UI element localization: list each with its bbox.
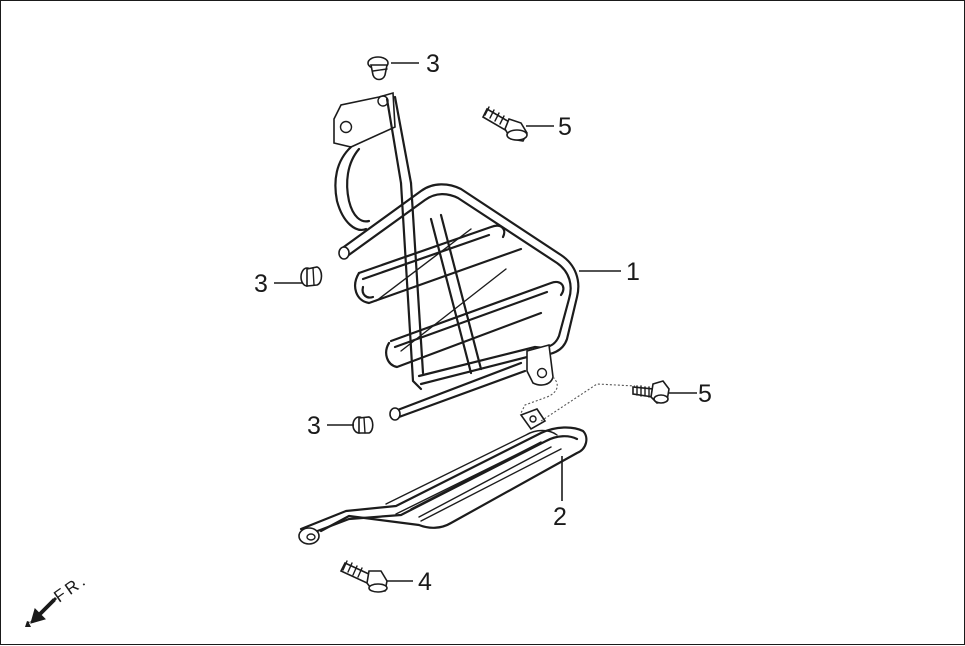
callout-3-middle: 3 (254, 270, 268, 298)
part-4-bolt (339, 560, 388, 593)
callout-5-top: 5 (558, 113, 572, 141)
part-1-carrier-basket (333, 91, 580, 421)
callout-3-top: 3 (426, 50, 440, 78)
part-5-bolt-top (481, 106, 528, 142)
callout-2: 2 (553, 503, 567, 531)
front-label: FR. (50, 570, 91, 606)
part-3-clip-top (367, 56, 389, 81)
callout-1: 1 (626, 258, 640, 286)
callout-5-right: 5 (698, 380, 712, 408)
part-3-clip-bottom (352, 416, 374, 434)
part-3-clip-middle (300, 266, 323, 287)
callout-4: 4 (418, 568, 432, 596)
part-5-bolt-right (632, 380, 670, 404)
part-2-footrest-bar (298, 408, 588, 545)
assembly-line (540, 383, 636, 422)
callout-3-bottom: 3 (307, 412, 321, 440)
front-direction-indicator: FR. (25, 570, 91, 627)
